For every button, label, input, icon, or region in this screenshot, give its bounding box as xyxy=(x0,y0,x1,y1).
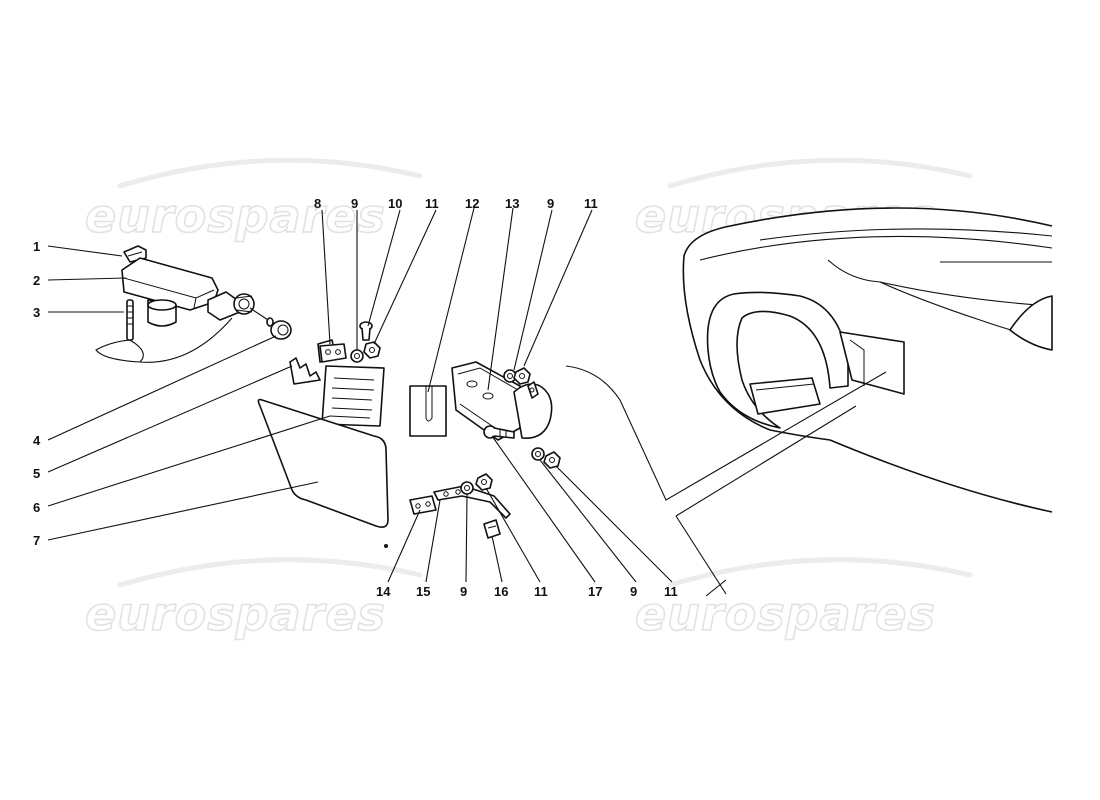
part-washer-hinge-lower xyxy=(531,447,545,461)
watermark-text: eurospares xyxy=(85,587,386,641)
part-hinge xyxy=(451,361,553,441)
part-bracket xyxy=(317,339,347,363)
part-release-cable xyxy=(95,299,233,363)
watermark-text: eurospares xyxy=(85,189,386,243)
callout-9-hinge: 9 xyxy=(547,196,554,211)
part-bolt xyxy=(483,425,515,439)
part-grommet xyxy=(270,320,292,340)
part-screw xyxy=(359,321,373,341)
callout-11-hinge-lower: 11 xyxy=(664,584,678,599)
callout-7: 7 xyxy=(33,533,40,548)
part-label-plate xyxy=(321,365,385,427)
callout-11-upper: 11 xyxy=(425,196,439,211)
part-striker-bracket xyxy=(433,485,511,519)
part-washer-hinge-upper xyxy=(503,369,517,383)
part-spring-clip xyxy=(289,357,321,385)
callout-2: 2 xyxy=(33,273,40,288)
part-washer-lower xyxy=(460,481,474,495)
callout-6: 6 xyxy=(33,500,40,515)
callout-9-lower: 9 xyxy=(460,584,467,599)
watermark-text: eurospares xyxy=(635,587,936,641)
callout-5: 5 xyxy=(33,466,40,481)
callout-4: 4 xyxy=(33,433,41,448)
watermark-top-left: eurospares xyxy=(84,157,423,244)
callout-10: 10 xyxy=(388,196,402,211)
callout-11-lower: 11 xyxy=(534,584,548,599)
callout-16: 16 xyxy=(494,584,508,599)
car-body-rear-quarter xyxy=(682,207,1053,513)
callout-11-hinge: 11 xyxy=(584,196,598,211)
callout-17: 17 xyxy=(588,584,602,599)
part-fuel-door xyxy=(257,398,389,548)
callout-9-hinge-lower: 9 xyxy=(630,584,637,599)
part-small-plate xyxy=(409,495,437,515)
callout-3: 3 xyxy=(33,305,40,320)
part-shim-plate xyxy=(409,385,447,437)
callout-14: 14 xyxy=(376,584,391,599)
watermark-bottom-right: eurospares xyxy=(634,557,973,642)
part-nut-upper xyxy=(363,341,381,359)
callout-8: 8 xyxy=(314,196,321,211)
callout-12: 12 xyxy=(465,196,479,211)
part-actuator-motor xyxy=(121,257,274,327)
callout-9-upper: 9 xyxy=(351,196,358,211)
callout-1: 1 xyxy=(33,239,40,254)
part-nut-hinge-upper xyxy=(513,367,531,385)
leader-lines xyxy=(47,207,887,597)
part-nut-hinge-lower xyxy=(543,451,561,469)
part-washer-upper xyxy=(350,349,364,363)
part-nut-lower xyxy=(475,473,493,491)
watermark-bottom-left: eurospares xyxy=(84,557,423,642)
callout-13: 13 xyxy=(505,196,519,211)
part-small-clip xyxy=(483,519,501,539)
callout-15: 15 xyxy=(416,584,430,599)
callout-labels: 1 2 3 4 5 6 7 8 9 10 11 12 13 9 11 14 15… xyxy=(33,196,678,599)
